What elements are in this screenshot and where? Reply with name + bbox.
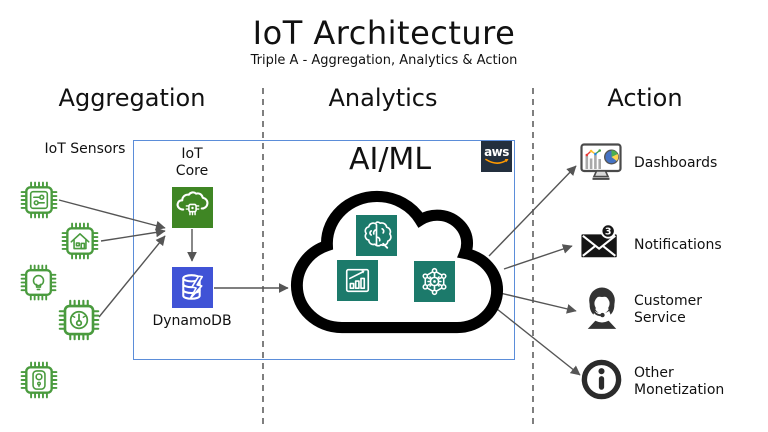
aiml-heading: AI/ML: [348, 142, 432, 177]
chip-lightbulb-icon: [20, 264, 57, 301]
machine-learning-brain-icon: [356, 215, 397, 256]
analytics-bar-chart-icon: [337, 260, 378, 301]
iot-core-label: IoT Core: [175, 146, 209, 180]
dashboard-monitor-icon: [579, 142, 623, 182]
info-monetization-icon: [580, 358, 623, 401]
notification-badge: 3: [605, 226, 612, 237]
other-monetization-label: Other Monetization: [634, 365, 725, 399]
dynamodb-icon: [172, 267, 213, 308]
customer-service-agent-icon: [583, 284, 621, 330]
chip-settings-icon: [20, 181, 58, 219]
customer-service-label: Customer Service: [634, 293, 703, 327]
chip-home-icon: [61, 222, 99, 260]
column-header-aggregation: Aggregation: [58, 84, 206, 112]
aws-logo: aws: [481, 141, 512, 172]
page-title: IoT Architecture: [252, 14, 516, 52]
notification-envelope-icon: 3: [580, 222, 622, 262]
dashboards-label: Dashboards: [634, 155, 718, 171]
column-header-action: Action: [607, 84, 683, 112]
chip-thermometer-icon: [58, 299, 100, 341]
dynamodb-label: DynamoDB: [152, 313, 232, 329]
chip-doorbell-icon: [20, 361, 58, 399]
cloud-icon: [290, 190, 504, 334]
aws-logo-text: aws: [484, 145, 509, 159]
aws-smile-icon: [484, 158, 508, 164]
network-gear-icon: [414, 261, 455, 302]
column-header-analytics: Analytics: [328, 84, 438, 112]
iot-sensors-label: IoT Sensors: [44, 141, 126, 157]
page-subtitle: Triple A - Aggregation, Analytics & Acti…: [250, 53, 518, 68]
iot-core-icon: [172, 187, 213, 228]
notifications-label: Notifications: [634, 237, 722, 253]
